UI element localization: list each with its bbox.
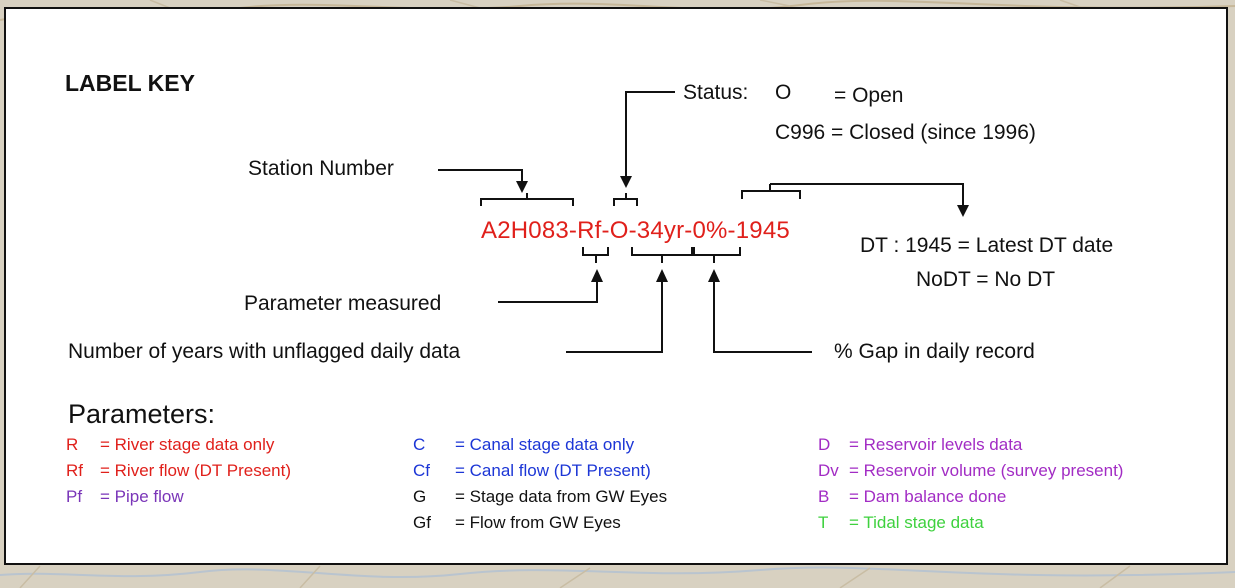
sample-label: A2H083-Rf-O-34yr-0%-1945 (481, 217, 790, 244)
label-key-panel (4, 7, 1228, 565)
station-arrow-line (438, 169, 523, 183)
station-bracket (480, 193, 574, 206)
years-unflagged-label: Number of years with unflagged daily dat… (68, 340, 461, 363)
years-arrow-line (566, 280, 663, 353)
dt-none-line: NoDT = No DT (916, 268, 1056, 291)
param-desc-pf: = Pipe flow (100, 487, 184, 506)
param-code-g: G (413, 487, 427, 506)
param-code-gf: Gf (413, 513, 431, 532)
status-arrow-line (625, 91, 675, 178)
param-code-c: C (413, 435, 426, 454)
station-arrowhead (516, 181, 528, 193)
parameter-measured-label: Parameter measured (244, 292, 442, 315)
param-code-pf: Pf (66, 487, 83, 506)
dt-arrowhead (957, 205, 969, 217)
dt-bracket (741, 184, 801, 199)
param-desc-t: = Tidal stage data (849, 513, 984, 532)
status-closed-line: C996 = Closed (since 1996) (775, 121, 1036, 144)
years-bracket (631, 247, 693, 263)
dt-latest-line: DT : 1945 = Latest DT date (860, 234, 1114, 257)
status-label: Status: (683, 81, 749, 104)
param-desc-rf: = River flow (DT Present) (100, 461, 291, 480)
param-desc-dv: = Reservoir volume (survey present) (849, 461, 1124, 480)
param-desc-c: = Canal stage data only (455, 435, 635, 454)
label-key-title: LABEL KEY (65, 70, 195, 96)
param-desc-g: = Stage data from GW Eyes (455, 487, 668, 506)
param-code-rf: Rf (66, 461, 83, 480)
param-code-d: D (818, 435, 831, 454)
param-code-r: R (66, 435, 79, 454)
gap-arrow-line (713, 280, 812, 353)
param-desc-d: = Reservoir levels data (849, 435, 1023, 454)
param-desc-b: = Dam balance done (849, 487, 1007, 506)
param-desc-gf: = Flow from GW Eyes (455, 513, 621, 532)
param-arrowhead (591, 269, 603, 282)
param-bracket (582, 247, 609, 263)
status-open-code: O (775, 81, 792, 104)
param-code-b: B (818, 487, 830, 506)
status-open-desc: = Open (834, 84, 904, 107)
param-code-dv: Dv (818, 461, 839, 480)
dt-arrow-line (770, 183, 964, 207)
param-desc-cf: = Canal flow (DT Present) (455, 461, 651, 480)
status-arrowhead (620, 176, 632, 188)
gap-bracket (693, 247, 741, 263)
gap-arrowhead (708, 269, 720, 282)
param-code-t: T (818, 513, 829, 532)
gap-label: % Gap in daily record (834, 340, 1035, 363)
years-arrowhead (656, 269, 668, 282)
station-number-label: Station Number (248, 157, 394, 180)
param-desc-r: = River stage data only (100, 435, 275, 454)
param-arrow-line (498, 280, 598, 303)
param-code-cf: Cf (413, 461, 430, 480)
parameters-heading: Parameters: (68, 399, 216, 429)
status-bracket (613, 193, 638, 206)
